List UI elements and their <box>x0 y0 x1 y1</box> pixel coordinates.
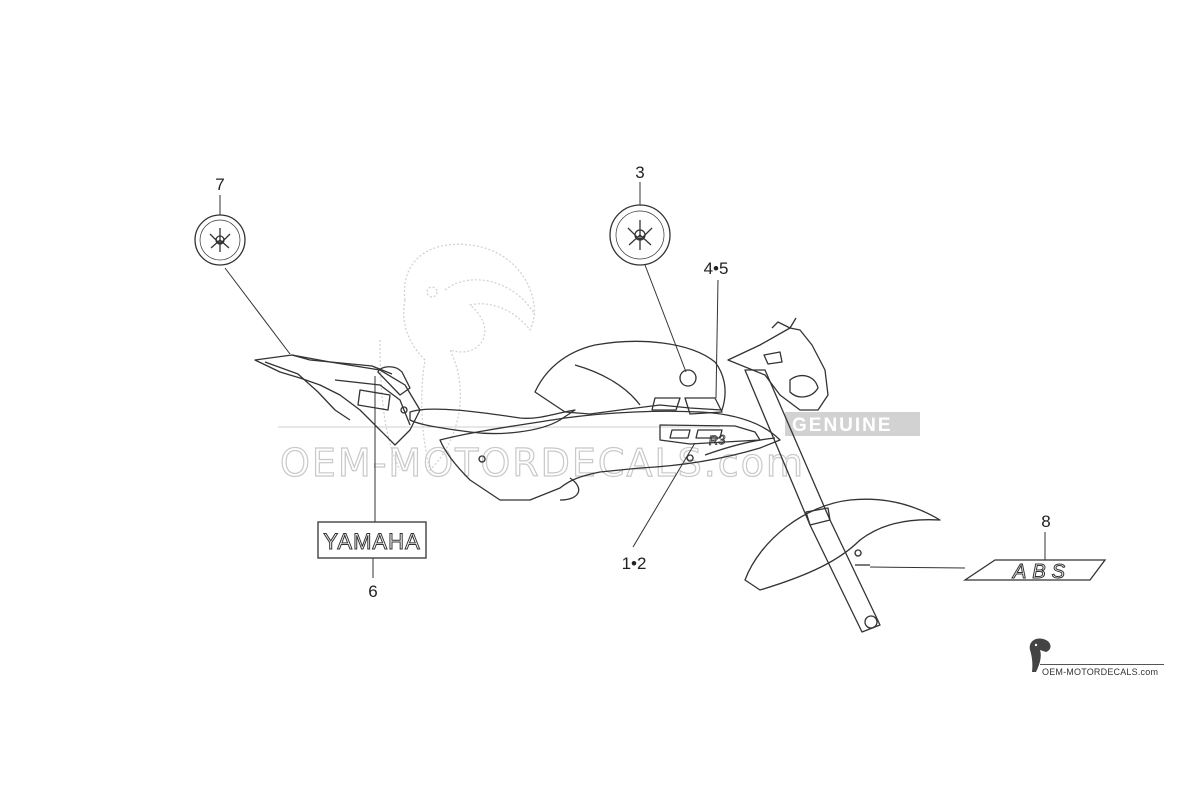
abs-decal-text: ABS <box>1012 561 1071 583</box>
footer-logo-caption: OEM-MOTORDECALS.com <box>1042 667 1159 677</box>
motorcycle-outline <box>254 317 941 633</box>
callout-4-5: 4•5 <box>704 259 729 278</box>
leader-line-8b <box>869 566 966 569</box>
callout-1-2: 1•2 <box>622 554 647 573</box>
leader-line-45 <box>715 279 719 399</box>
yamaha-decal-text: YAMAHA <box>323 529 420 554</box>
callout-3: 3 <box>635 163 644 182</box>
watermark-stamp-text: GENUINE <box>792 415 893 436</box>
watermark-bird-icon <box>379 243 536 472</box>
abs-decal: ABS <box>962 559 1107 584</box>
watermark-stamp-box <box>785 412 920 436</box>
callout-8: 8 <box>1041 512 1050 531</box>
footer-bird-logo-icon <box>1029 638 1051 672</box>
side-cowl-r3-text: R3 <box>708 432 726 448</box>
leader-line-3b <box>644 264 687 373</box>
leader-line-7b <box>224 267 291 355</box>
leader-lines <box>219 182 1046 578</box>
tuning-fork-emblem-large-icon <box>609 204 671 266</box>
callout-7: 7 <box>215 175 224 194</box>
callout-6: 6 <box>368 582 377 601</box>
leader-line-12 <box>632 442 696 548</box>
yamaha-decal: YAMAHA <box>317 521 427 559</box>
watermark-main-text: OEM-MOTORDECALS.com <box>280 441 805 485</box>
footer-logo-rule <box>1040 664 1164 665</box>
tuning-fork-emblem-small-icon <box>194 214 246 266</box>
